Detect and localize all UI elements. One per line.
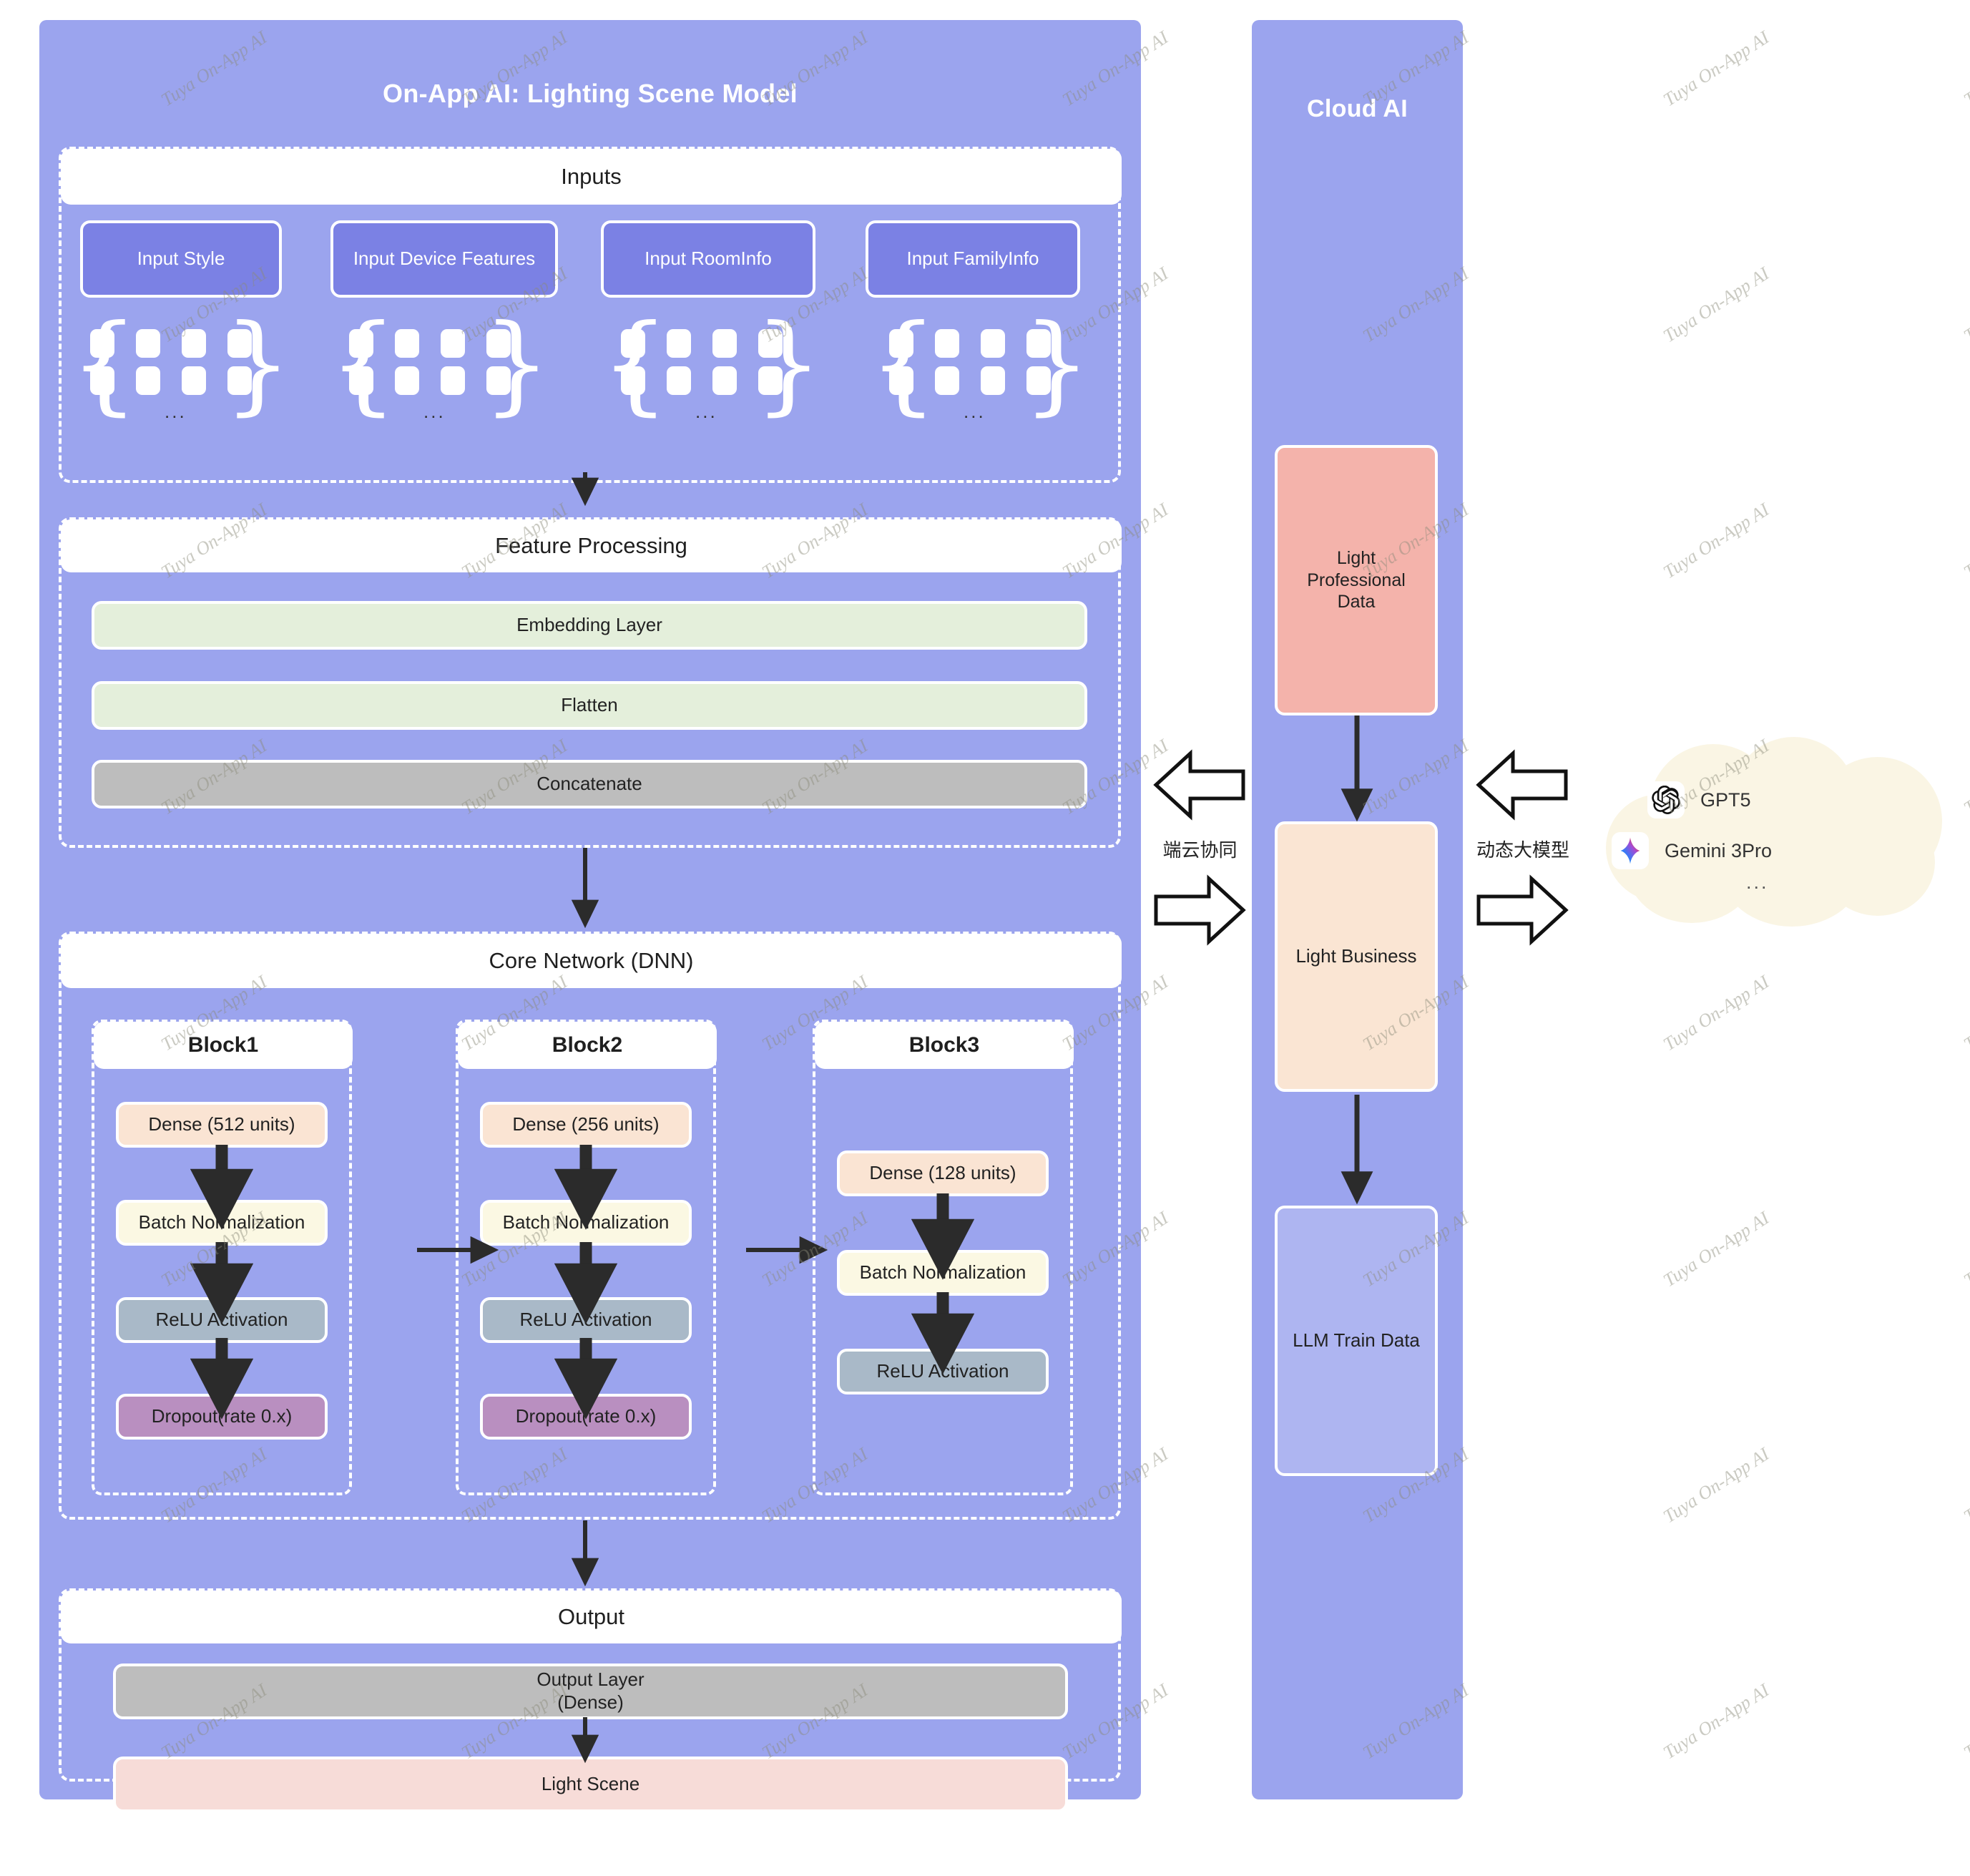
feature-grid-device-features: {} ... [329, 302, 551, 426]
watermark-text: Tuya On-App AI [1960, 971, 1970, 1055]
input-chip-familyinfo[interactable]: Input FamilyInfo [866, 220, 1080, 298]
on-app-ai-title: On-App AI: Lighting Scene Model [383, 79, 798, 108]
llm-model-name: Gemini 3Pro [1665, 839, 1773, 861]
feature-grid-familyinfo: {} ... [869, 302, 1091, 426]
llm-ellipsis: ... [1746, 871, 1769, 893]
block-3-header: Block3 [815, 1022, 1074, 1069]
core-network-section: Core Network (DNN) [59, 932, 1122, 1520]
llm-model-gpt5[interactable]: GPT5 [1647, 781, 1751, 819]
block-2-layer-relu[interactable]: ReLU Activation [480, 1297, 692, 1343]
gemini-icon [1612, 832, 1649, 869]
output-light-scene[interactable]: Light Scene [113, 1757, 1068, 1812]
llm-model-name: GPT5 [1700, 788, 1751, 811]
feature-ellipsis: ... [695, 401, 717, 422]
block-2-layer-batchnorm[interactable]: Batch Normalization [480, 1200, 692, 1246]
connector-2-left-arrow [1476, 748, 1569, 826]
feature-grid-roominfo: {} ... [601, 302, 823, 426]
connector-1-left-arrow [1153, 748, 1246, 826]
watermark-text: Tuya On-App AI [1960, 1207, 1970, 1291]
block-1-layer-dense[interactable]: Dense (512 units) [116, 1102, 328, 1148]
watermark-text: Tuya On-App AI [1660, 1207, 1773, 1291]
output-layer-dense[interactable]: Output Layer (Dense) [113, 1664, 1068, 1719]
llm-cloud: GPT5 Gemini 3Pro ... [1606, 737, 1942, 927]
cloud-ai-title: Cloud AI [1307, 95, 1408, 122]
connector-1-right-arrow [1153, 873, 1246, 952]
watermark-text: Tuya On-App AI [1660, 971, 1773, 1055]
input-chip-roominfo[interactable]: Input RoomInfo [601, 220, 815, 298]
block-2-layer-dropout[interactable]: Dropout(rate 0.x) [480, 1394, 692, 1440]
watermark-text: Tuya On-App AI [1960, 735, 1970, 819]
llm-model-gemini[interactable]: Gemini 3Pro [1612, 832, 1772, 869]
feature-processing-header: Feature Processing [61, 519, 1122, 572]
block-3-layer-batchnorm[interactable]: Batch Normalization [837, 1250, 1049, 1296]
input-chip-style[interactable]: Input Style [80, 220, 282, 298]
inputs-section-header: Inputs [61, 149, 1122, 205]
block-3-layer-relu[interactable]: ReLU Activation [837, 1349, 1049, 1394]
watermark-text: Tuya On-App AI [1660, 1679, 1773, 1764]
block-2-layer-dense[interactable]: Dense (256 units) [480, 1102, 692, 1148]
watermark-text: Tuya On-App AI [1660, 1443, 1773, 1528]
watermark-text: Tuya On-App AI [1960, 263, 1970, 347]
watermark-text: Tuya On-App AI [1960, 499, 1970, 583]
watermark-text: Tuya On-App AI [1960, 1443, 1970, 1528]
layer-concatenate[interactable]: Concatenate [92, 760, 1087, 808]
feature-processing-section: Feature Processing [59, 517, 1122, 848]
watermark-text: Tuya On-App AI [1660, 26, 1773, 111]
feature-grid-style: {} ... [70, 302, 292, 426]
cloud-node-light-professional-data[interactable]: Light Professional Data [1275, 445, 1438, 715]
block-1-layer-batchnorm[interactable]: Batch Normalization [116, 1200, 328, 1246]
cloud-node-light-business[interactable]: Light Business [1275, 821, 1438, 1092]
feature-ellipsis: ... [964, 401, 986, 422]
openai-icon [1647, 781, 1685, 819]
block-1-header: Block1 [94, 1022, 353, 1069]
watermark-text: Tuya On-App AI [1960, 1679, 1970, 1764]
block-1: Block1 [92, 1020, 353, 1495]
feature-ellipsis: ... [165, 401, 187, 422]
block-3-layer-dense[interactable]: Dense (128 units) [837, 1150, 1049, 1196]
block-2-header: Block2 [458, 1022, 717, 1069]
layer-flatten[interactable]: Flatten [92, 681, 1087, 730]
feature-ellipsis: ... [423, 401, 446, 422]
block-1-layer-dropout[interactable]: Dropout(rate 0.x) [116, 1394, 328, 1440]
connector-1-label: 端云协同 [1162, 839, 1238, 861]
output-section-header: Output [61, 1591, 1122, 1643]
watermark-text: Tuya On-App AI [1960, 26, 1970, 111]
block-1-layer-relu[interactable]: ReLU Activation [116, 1297, 328, 1343]
watermark-text: Tuya On-App AI [1660, 263, 1773, 347]
core-network-header: Core Network (DNN) [61, 934, 1122, 988]
cloud-node-llm-train-data[interactable]: LLM Train Data [1275, 1206, 1438, 1476]
block-2: Block2 [456, 1020, 717, 1495]
watermark-text: Tuya On-App AI [1660, 499, 1773, 583]
connector-2-label: 动态大模型 [1476, 839, 1569, 861]
layer-embedding[interactable]: Embedding Layer [92, 601, 1087, 650]
input-chip-device-features[interactable]: Input Device Features [330, 220, 558, 298]
connector-2-right-arrow [1476, 873, 1569, 952]
